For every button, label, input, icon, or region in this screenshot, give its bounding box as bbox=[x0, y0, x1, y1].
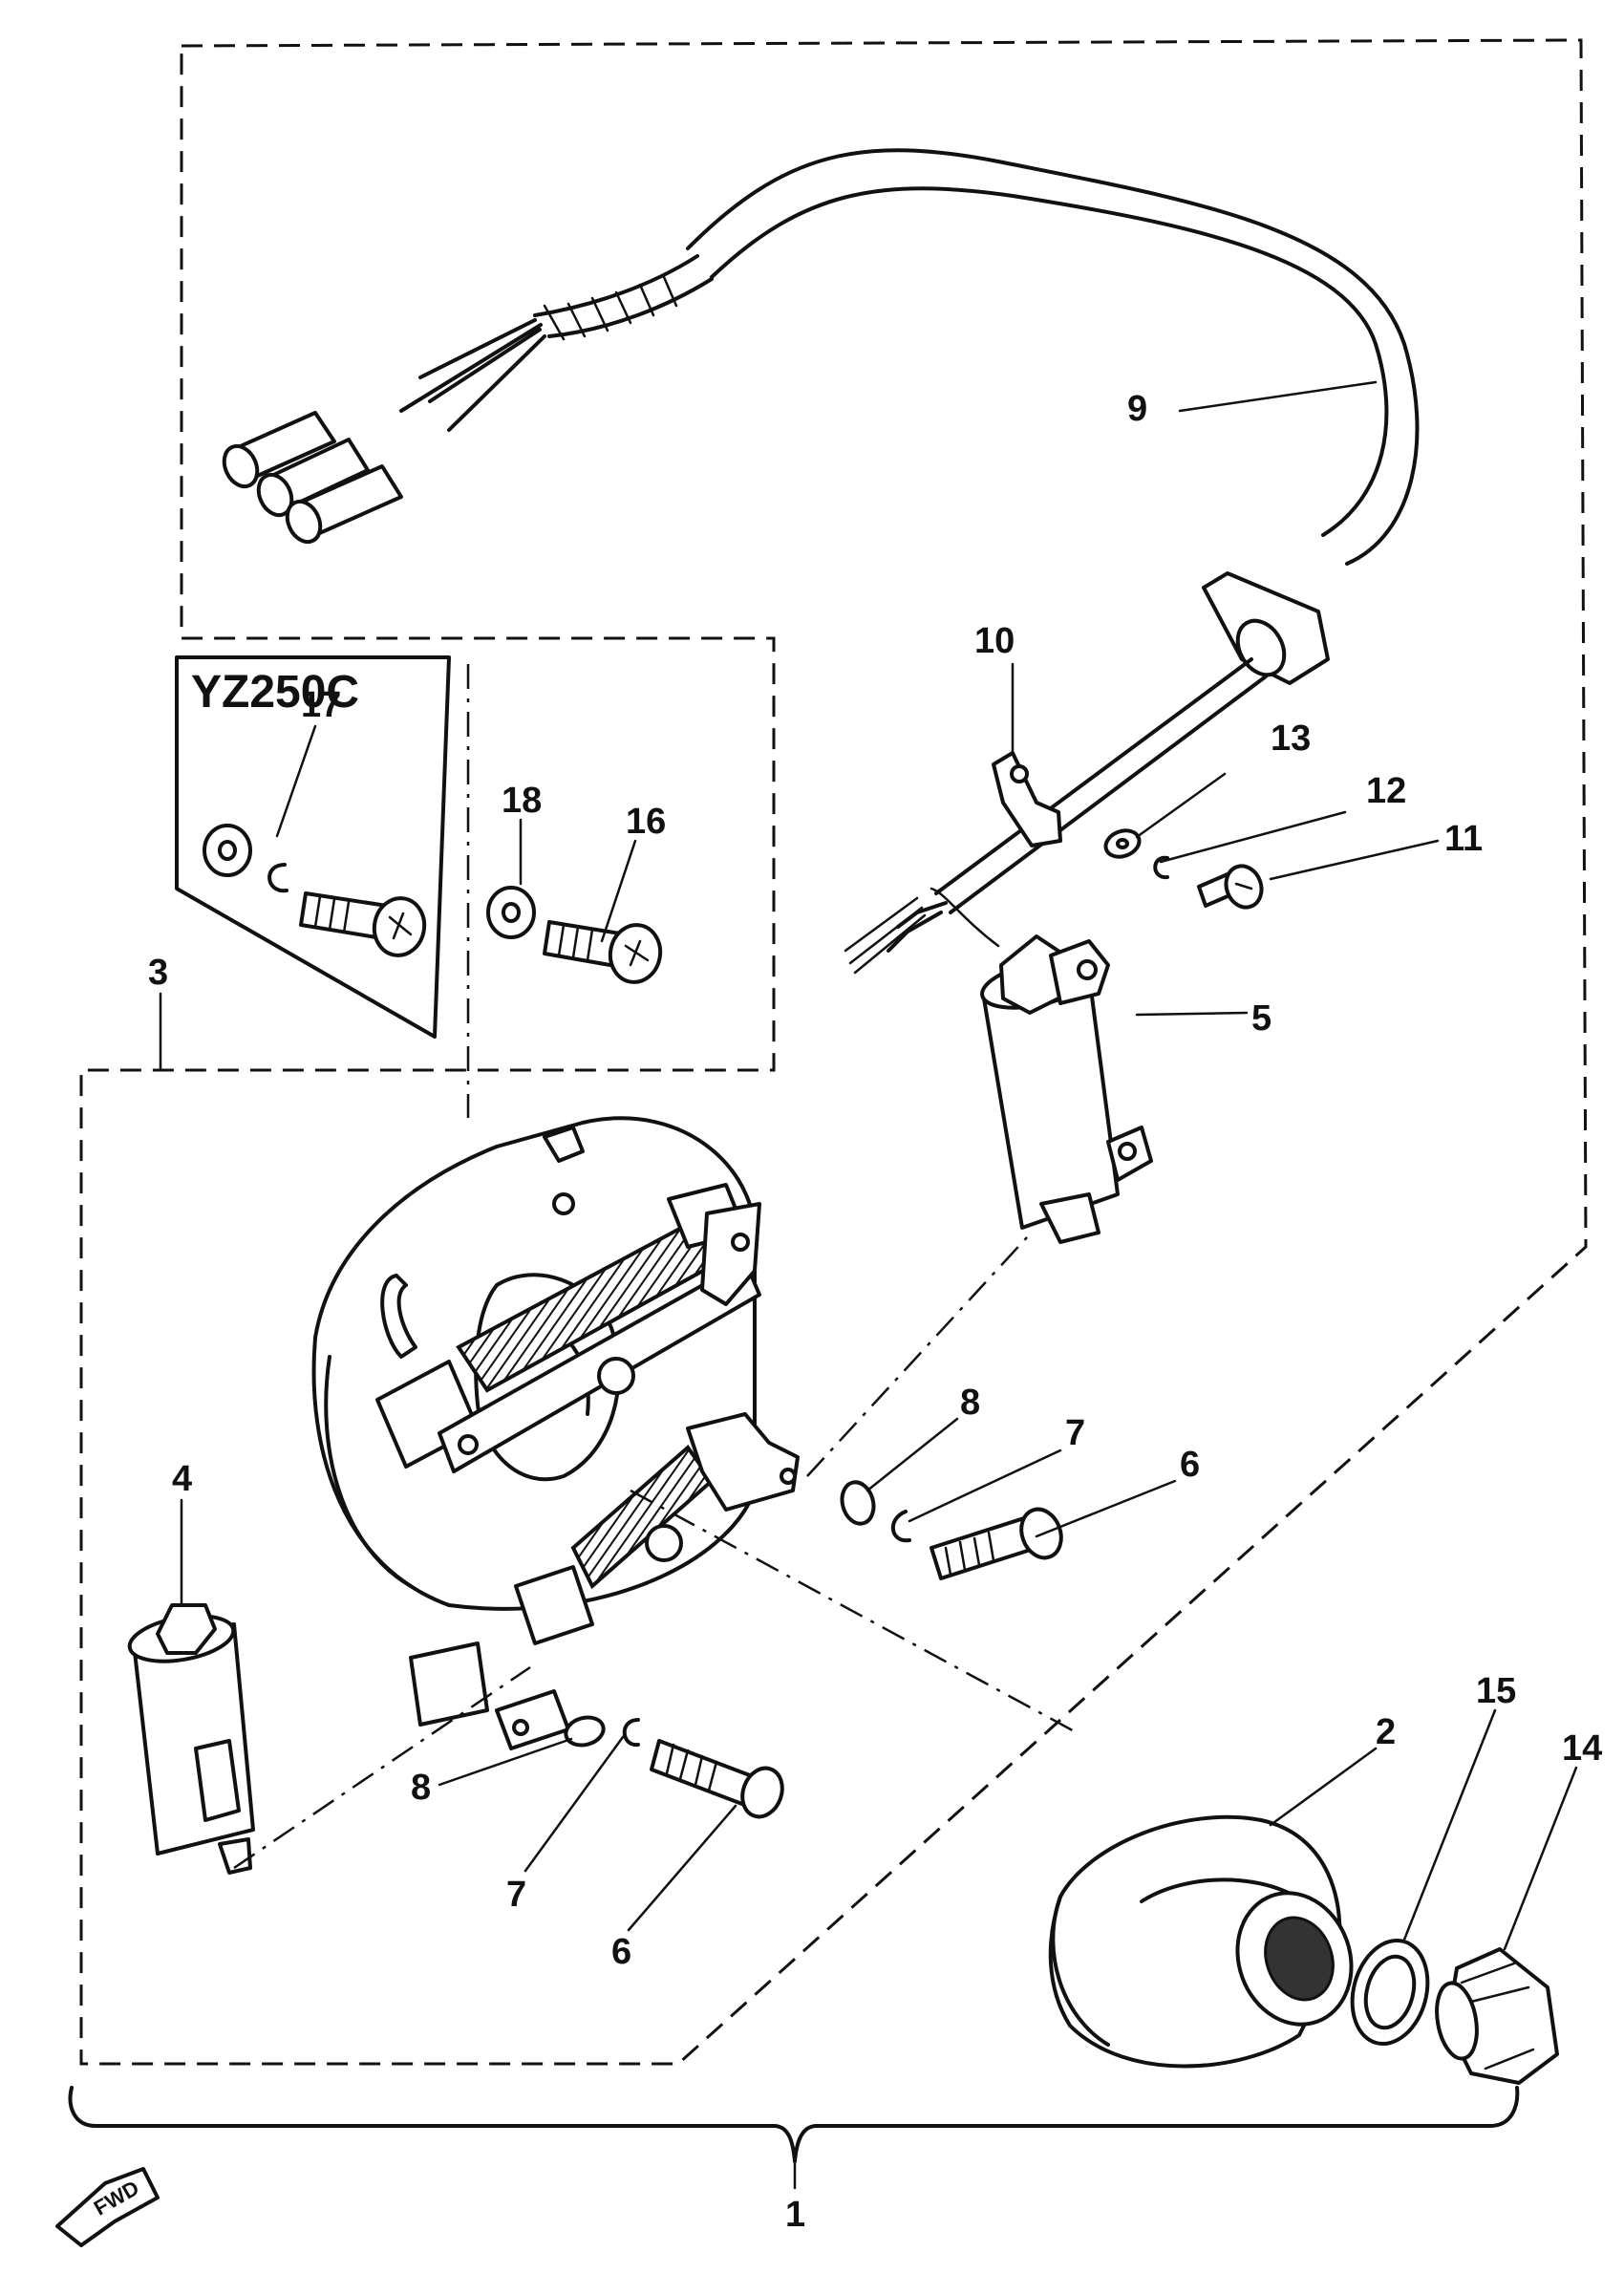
callout-17: 17 bbox=[301, 685, 341, 725]
callout-8-upper: 8 bbox=[960, 1383, 980, 1423]
screw-6-upper bbox=[930, 1507, 1063, 1580]
fwd-marker: FWD bbox=[55, 2167, 160, 2247]
bullet-connector-2 bbox=[256, 438, 370, 518]
washer-variant bbox=[203, 824, 252, 877]
callout-7-upper: 7 bbox=[1065, 1413, 1085, 1453]
callout-10: 10 bbox=[974, 621, 1015, 661]
charging-coil-lower bbox=[409, 1412, 800, 1750]
screw-variant bbox=[299, 891, 427, 957]
callout-18: 18 bbox=[502, 781, 542, 821]
wire-grommet bbox=[1202, 571, 1330, 685]
lock-washer-7-lower bbox=[622, 1718, 640, 1748]
callout-5: 5 bbox=[1251, 998, 1271, 1039]
screw-6-lower bbox=[650, 1739, 784, 1819]
lock-washer-17 bbox=[267, 863, 288, 893]
lead-wire-harness bbox=[222, 148, 1420, 975]
assembly-axes bbox=[233, 664, 1080, 1870]
charging-coil-upper bbox=[375, 1183, 761, 1473]
callout-6-lower: 6 bbox=[611, 1932, 631, 1972]
callout-9: 9 bbox=[1127, 389, 1147, 429]
bullet-connector-1 bbox=[222, 411, 336, 489]
rotor-nut bbox=[1435, 1947, 1559, 2085]
callout-4: 4 bbox=[172, 1459, 192, 1499]
bullet-connector-3 bbox=[285, 464, 403, 545]
washer-8-upper bbox=[840, 1480, 876, 1526]
clamp-lock-washer bbox=[1153, 855, 1169, 880]
callout-7-lower: 7 bbox=[506, 1875, 526, 1915]
source-coil-5 bbox=[930, 887, 1153, 1244]
callout-2: 2 bbox=[1376, 1712, 1396, 1752]
callout-8-lower: 8 bbox=[411, 1768, 431, 1808]
lock-washer-7-upper bbox=[890, 1510, 911, 1543]
callout-1: 1 bbox=[785, 2195, 805, 2235]
callout-12: 12 bbox=[1366, 771, 1406, 811]
washer-18 bbox=[486, 886, 536, 939]
flywheel-rotor bbox=[1048, 1814, 1354, 2069]
variant-box: YZ250C bbox=[175, 655, 451, 1039]
washer-8-lower bbox=[564, 1715, 606, 1748]
wire-tape-wrap bbox=[543, 275, 678, 341]
callout-13: 13 bbox=[1271, 719, 1311, 759]
clamp-washer bbox=[1103, 828, 1142, 859]
callout-11: 11 bbox=[1444, 819, 1483, 859]
callout-6-upper: 6 bbox=[1180, 1445, 1200, 1485]
leader-lines bbox=[159, 380, 1578, 1951]
wire-clamp bbox=[992, 751, 1062, 847]
callout-14: 14 bbox=[1562, 1728, 1602, 1769]
callout-15: 15 bbox=[1476, 1671, 1516, 1711]
rotor-washer bbox=[1350, 1938, 1430, 2047]
variant-box-label: YZ250C bbox=[191, 667, 359, 718]
callout-3: 3 bbox=[148, 953, 168, 993]
pulser-coil-4 bbox=[127, 1603, 255, 1875]
callout-16: 16 bbox=[626, 802, 666, 842]
callout-labels: 9 10 13 12 11 5 18 16 17 3 4 8 7 6 2 15 … bbox=[148, 389, 1602, 2235]
assembly-boundary bbox=[79, 38, 1588, 2066]
clamp-screw bbox=[1197, 864, 1264, 910]
assembly-bracket bbox=[68, 2086, 1520, 2190]
